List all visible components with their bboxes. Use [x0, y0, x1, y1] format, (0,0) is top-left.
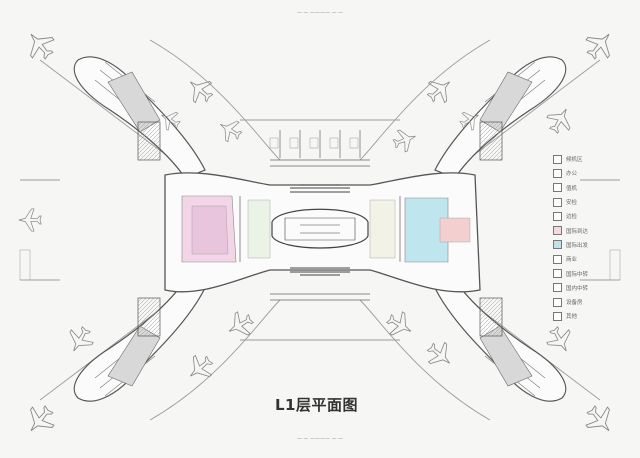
- legend-item: 国际到达: [553, 223, 609, 237]
- central-zones: [181, 195, 471, 263]
- legend-label: 国际中转: [566, 271, 589, 278]
- central-hall: [239, 184, 401, 276]
- legend-swatch: [553, 269, 562, 279]
- legend-item: 商业: [553, 252, 609, 266]
- legend-label: 商业: [566, 257, 578, 264]
- legend-label: 国际到达: [566, 228, 589, 235]
- legend-swatch: [553, 254, 562, 264]
- plan-title: L1层平面图: [275, 396, 358, 414]
- legend-label: 候机区: [566, 157, 583, 164]
- legend-item: 边检: [553, 209, 609, 223]
- legend-label: 值机: [566, 185, 578, 192]
- legend: 候机区 办公 值机 安检 边检 国际到达 国际出发 商业 国际中转 国内中转 设…: [553, 152, 609, 324]
- legend-label: 办公: [566, 171, 578, 178]
- legend-swatch: [553, 226, 562, 236]
- svg-text:— — ———— — —: — — ———— — —: [297, 10, 343, 16]
- legend-swatch: [553, 311, 562, 321]
- legend-item: 国际出发: [553, 238, 609, 252]
- legend-swatch: [553, 154, 562, 164]
- svg-text:— — ———— — —: — — ———— — —: [297, 436, 343, 442]
- curbside: [270, 130, 370, 301]
- legend-swatch: [553, 197, 562, 207]
- legend-swatch: [553, 297, 562, 307]
- legend-swatch: [553, 168, 562, 178]
- legend-item: 设备房: [553, 295, 609, 309]
- pier-gray-zones: [107, 71, 533, 387]
- legend-item: 国内中转: [553, 281, 609, 295]
- legend-item: 其他: [553, 309, 609, 323]
- legend-item: 候机区: [553, 152, 609, 166]
- legend-label: 国内中转: [566, 285, 589, 292]
- legend-label: 其他: [566, 314, 578, 321]
- legend-swatch: [553, 183, 562, 193]
- legend-swatch: [553, 211, 562, 221]
- pier-core: [137, 121, 503, 337]
- legend-swatch: [553, 240, 562, 250]
- apron-structures: [19, 137, 621, 281]
- legend-item: 办公: [553, 166, 609, 180]
- legend-item: 值机: [553, 181, 609, 195]
- legend-label: 国际出发: [566, 242, 589, 249]
- legend-label: 边检: [566, 214, 578, 221]
- legend-swatch: [553, 283, 562, 293]
- legend-label: 安检: [566, 200, 578, 207]
- legend-item: 安检: [553, 195, 609, 209]
- legend-label: 设备房: [566, 300, 583, 307]
- apron-roads: [20, 39, 620, 421]
- legend-item: 国际中转: [553, 266, 609, 280]
